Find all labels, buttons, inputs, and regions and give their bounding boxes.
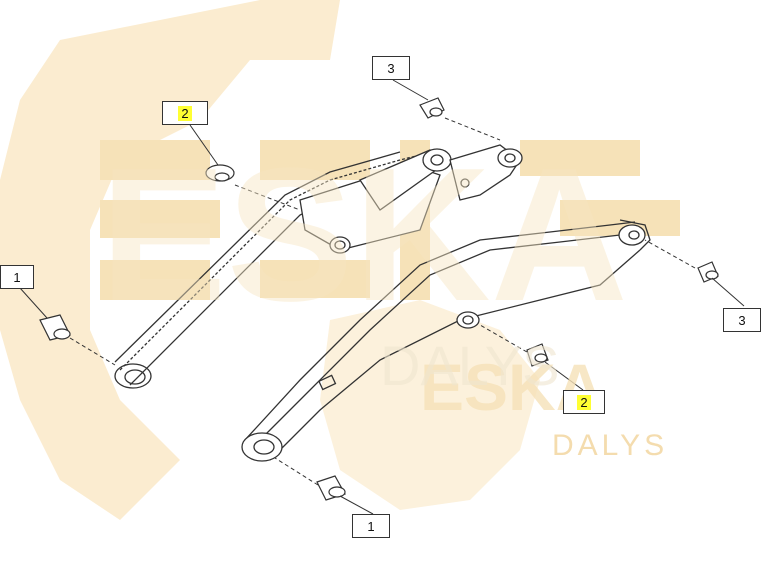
bushing-part-3-right (697, 261, 719, 283)
callout-label: 2 (178, 105, 192, 121)
callout-part-2-right: 2 (563, 390, 605, 414)
bushing-part-1-left (39, 314, 71, 341)
leader-lines (19, 79, 745, 515)
cross-tube (299, 148, 452, 254)
callout-label: 2 (577, 394, 591, 410)
callout-part-1-left: 1 (0, 265, 34, 289)
callout-part-3-top: 3 (372, 56, 410, 80)
watermark-brand-sub-ghost: DALYS (380, 334, 559, 397)
callout-part-2-top: 2 (162, 101, 208, 125)
callout-label: 3 (738, 312, 746, 328)
callout-label: 3 (387, 60, 395, 76)
bushing-part-1-bottom (316, 475, 346, 501)
watermark-gear-graphic (0, 0, 540, 520)
callout-part-3-right: 3 (723, 308, 761, 332)
watermark-brand-sub: DALYS (552, 429, 668, 462)
upper-bracket (449, 144, 523, 201)
callout-part-1-bottom: 1 (352, 514, 390, 538)
callout-label: 1 (13, 269, 21, 285)
bushing-part-2-top (205, 164, 235, 182)
bushing-part-3-top (419, 97, 445, 119)
right-loader-arm (241, 219, 651, 462)
callout-label: 1 (367, 518, 375, 534)
watermark-brand-large: ESKA (100, 129, 628, 341)
bushing-part-2-right (526, 343, 549, 367)
